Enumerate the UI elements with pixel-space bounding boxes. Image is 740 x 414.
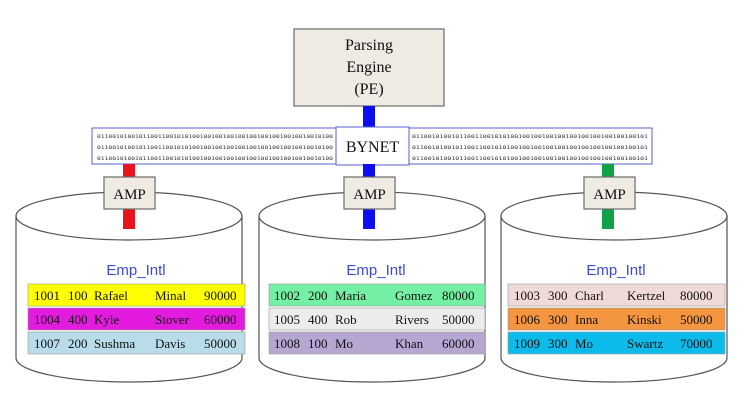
- cell-last-name: Minal: [155, 288, 186, 303]
- amp-3-table: 1003 300 Charl Kertzel 80000 1006 300 In…: [507, 283, 726, 355]
- cell-dept: 300: [548, 312, 568, 327]
- amp-2-box: [343, 176, 396, 210]
- cell-salary: 80000: [680, 288, 713, 303]
- cell-first-name: Inna: [575, 312, 598, 327]
- cell-id: 1002: [274, 288, 300, 303]
- amp-3-label: AMP: [593, 187, 626, 203]
- cell-last-name: Swartz: [627, 336, 663, 351]
- table-row-bg: [27, 283, 246, 307]
- parsing-engine-line-3: (PE): [354, 81, 383, 98]
- table-row: 1007 200 Sushma Davis 50000: [27, 331, 246, 355]
- cell-dept: 100: [308, 336, 328, 351]
- table-row: 1002 200 Maria Gomez 80000: [268, 283, 486, 307]
- table-row: 1004 400 Kyle Stover 60000: [27, 307, 246, 331]
- cell-salary: 50000: [442, 312, 475, 327]
- cell-id: 1005: [274, 312, 300, 327]
- cell-id: 1007: [34, 336, 61, 351]
- parsing-engine-line-1: Parsing: [345, 37, 393, 54]
- amp-2-label: AMP: [353, 187, 386, 203]
- amp-3-table-title: Emp_Intl: [586, 262, 645, 279]
- cell-id: 1004: [34, 312, 61, 327]
- cell-dept: 300: [548, 288, 568, 303]
- amp-node-1: AMP Emp_Intl 1001 100 Rafael Minal 90000…: [15, 164, 246, 383]
- cell-id: 1009: [514, 336, 540, 351]
- bynet-bits-right-1: 0110010100101100110010101001001001001001…: [412, 134, 648, 140]
- cell-salary: 60000: [204, 312, 237, 327]
- parsing-engine-line-2: Engine: [346, 59, 391, 76]
- amp-3-box: [583, 176, 636, 210]
- bynet-bits-left-3: 0110010100101100110010101001001001001001…: [97, 156, 333, 162]
- table-row-bg: [268, 283, 486, 307]
- cell-salary: 50000: [680, 312, 713, 327]
- table-row-bg: [268, 331, 486, 355]
- bynet-bits-left-2: 0110010100101100110010101001001001001001…: [97, 145, 333, 151]
- cell-dept: 400: [68, 312, 88, 327]
- cell-last-name: Khan: [395, 336, 424, 351]
- cell-last-name: Davis: [155, 336, 185, 351]
- cell-salary: 90000: [204, 288, 237, 303]
- table-row-bg: [507, 307, 726, 331]
- cell-id: 1006: [514, 312, 541, 327]
- bynet-bus: 0110010100101100110010101001001001001001…: [91, 126, 653, 166]
- cell-dept: 200: [68, 336, 88, 351]
- amp-2-table: 1002 200 Maria Gomez 80000 1005 400 Rob …: [268, 283, 486, 355]
- table-row: 1003 300 Charl Kertzel 80000: [507, 283, 726, 307]
- pe-bynet-link: [363, 106, 375, 129]
- cell-first-name: Rafael: [94, 288, 128, 303]
- bynet-label: BYNET: [346, 139, 400, 156]
- amp-1-box: [103, 176, 156, 210]
- bynet-bus-left: [91, 127, 337, 165]
- cell-dept: 400: [308, 312, 328, 327]
- amp-2-table-title: Emp_Intl: [346, 262, 405, 279]
- amp-1-table-title: Emp_Intl: [106, 262, 165, 279]
- cell-dept: 200: [308, 288, 328, 303]
- table-row-bg: [27, 307, 246, 331]
- bynet-bits-left-1: 0110010100101100110010101001001001001001…: [97, 134, 333, 140]
- cell-first-name: Charl: [575, 288, 604, 303]
- cell-salary: 80000: [442, 288, 475, 303]
- cell-first-name: Rob: [335, 312, 357, 327]
- cell-id: 1001: [34, 288, 60, 303]
- bynet-bits-right-3: 0110010100101100110010101001001001001001…: [412, 156, 648, 162]
- cell-last-name: Kertzel: [627, 288, 666, 303]
- cell-first-name: Mo: [335, 336, 353, 351]
- cell-last-name: Kinski: [627, 312, 662, 327]
- table-row: 1009 300 Mo Swartz 70000: [507, 331, 726, 355]
- cell-id: 1008: [274, 336, 300, 351]
- cell-last-name: Gomez: [395, 288, 433, 303]
- cell-last-name: Stover: [155, 312, 190, 327]
- cell-salary: 60000: [442, 336, 475, 351]
- cell-id: 1003: [514, 288, 540, 303]
- table-row: 1008 100 Mo Khan 60000: [268, 331, 486, 355]
- table-row: 1005 400 Rob Rivers 50000: [268, 307, 486, 331]
- amp-node-3: AMP Emp_Intl 1003 300 Charl Kertzel 8000…: [500, 164, 728, 383]
- cell-first-name: Sushma: [94, 336, 135, 351]
- cell-first-name: Maria: [335, 288, 366, 303]
- cell-dept: 100: [68, 288, 88, 303]
- amp-1-label: AMP: [113, 187, 146, 203]
- table-row: 1001 100 Rafael Minal 90000: [27, 283, 246, 307]
- table-row-bg: [27, 331, 246, 355]
- bynet-bits-right-2: 0110010100101100110010101001001001001001…: [412, 145, 648, 151]
- parsing-engine-box: [293, 28, 445, 107]
- table-row-bg: [507, 283, 726, 307]
- bynet-bus-right: [408, 127, 653, 165]
- table-row-bg: [268, 307, 486, 331]
- table-row-bg: [507, 331, 726, 355]
- cell-salary: 70000: [680, 336, 713, 351]
- table-row: 1006 300 Inna Kinski 50000: [507, 307, 726, 331]
- bynet-label-box: [335, 126, 410, 166]
- amp-node-2: AMP Emp_Intl 1002 200 Maria Gomez 80000 …: [258, 164, 486, 383]
- parsing-engine: Parsing Engine (PE): [293, 28, 445, 107]
- cell-dept: 300: [548, 336, 568, 351]
- cell-first-name: Kyle: [94, 312, 120, 327]
- cell-first-name: Mo: [575, 336, 593, 351]
- amp-1-table: 1001 100 Rafael Minal 90000 1004 400 Kyl…: [27, 283, 246, 355]
- cell-salary: 50000: [204, 336, 237, 351]
- cell-last-name: Rivers: [395, 312, 429, 327]
